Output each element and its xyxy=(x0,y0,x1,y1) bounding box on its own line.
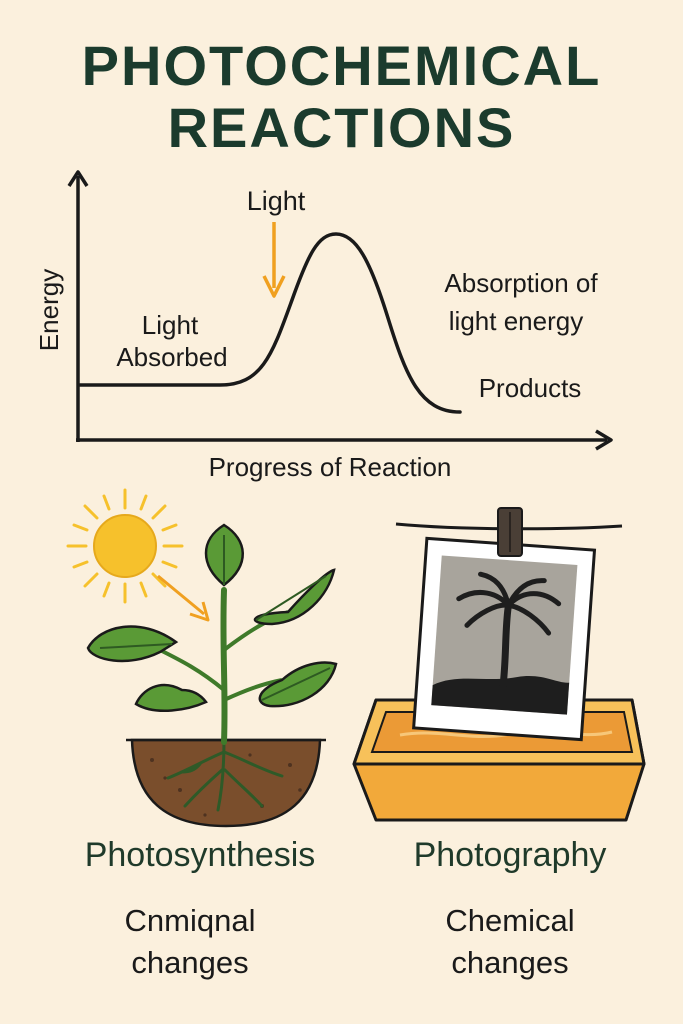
y-axis-label: Energy xyxy=(34,269,64,351)
absorption-label-line-2: light energy xyxy=(449,306,583,336)
light-label: Light xyxy=(247,186,306,216)
clothespin-icon xyxy=(497,507,523,557)
energy-curve xyxy=(78,232,462,414)
light-absorbed-label-line-1: Light xyxy=(142,310,199,340)
photography-sub-line-2: changes xyxy=(451,945,569,980)
sun-icon xyxy=(66,488,184,604)
page-title-line-1: PHOTOCHEMICAL xyxy=(81,34,602,97)
plant-icon xyxy=(86,523,338,828)
photosynthesis-sub-line-2: changes xyxy=(131,945,249,980)
absorption-label-line-1: Absorption of xyxy=(444,268,598,298)
x-axis-label: Progress of Reaction xyxy=(209,452,452,482)
sunlight-arrow-icon xyxy=(157,574,210,622)
page-title-line-2: REACTIONS xyxy=(167,96,516,159)
light-absorbed-label-line-2: Absorbed xyxy=(116,342,227,372)
photograph-icon xyxy=(412,536,597,742)
y-axis-arrowhead xyxy=(67,170,89,187)
photosynthesis-caption: Photosynthesis xyxy=(84,836,316,874)
products-label: Products xyxy=(479,373,582,403)
photography-caption: Photography xyxy=(413,836,607,874)
energy-graph: Energy Progress of Reaction Light Light … xyxy=(34,170,613,482)
photosynthesis-sub-line-1: Cnmiqnal xyxy=(124,903,256,938)
x-axis-arrowhead xyxy=(595,429,613,451)
photography-sub-line-1: Chemical xyxy=(445,903,575,938)
light-arrowhead xyxy=(262,275,286,298)
